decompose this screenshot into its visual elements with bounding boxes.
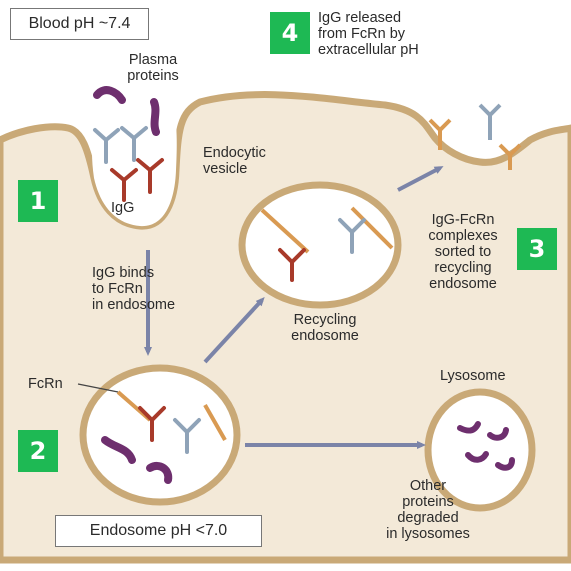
endocytic-vesicle-label: Endocytic vesicle: [203, 145, 266, 177]
igg-label: IgG: [111, 200, 135, 216]
blood-ph-box: Blood pH ~7.4: [10, 8, 149, 40]
plasma-proteins-label: Plasma proteins: [127, 52, 179, 84]
igg-red: [138, 406, 166, 442]
igg-blue: [338, 218, 366, 254]
igg-released: [428, 118, 452, 150]
step-badge-2: 2: [18, 430, 58, 472]
igg-blue: [120, 126, 148, 162]
protein-fragment: [465, 451, 489, 463]
step-badge-3: 3: [517, 228, 557, 270]
protein-fragment: [495, 457, 515, 471]
fcrn-receptor: [203, 404, 227, 441]
fcrn-receptor: [350, 206, 394, 250]
fcrn-leader-line: [77, 383, 119, 393]
igg-binds-label: IgG binds to FcRn in endosome: [92, 265, 176, 313]
plasma-protein: [146, 461, 173, 484]
igg-red: [278, 248, 306, 282]
igg-blue: [173, 418, 201, 454]
igg-red: [136, 158, 164, 194]
step-badge-1: 1: [18, 180, 58, 222]
igg-released-label: IgG released from FcRn by extracellular …: [318, 10, 419, 58]
other-proteins-label: Other proteins degraded in lysosomes: [386, 478, 470, 542]
protein-fragment: [457, 421, 481, 434]
blood-ph-label: Blood pH ~7.4: [28, 15, 131, 32]
step-badge-4: 4: [270, 12, 310, 54]
endosome-ph-label: Endosome pH <7.0: [89, 522, 228, 539]
igg-released: [478, 103, 502, 140]
endosome-membrane: [79, 364, 241, 506]
lysosome-membrane: [424, 388, 536, 512]
igg-blue: [93, 128, 120, 164]
plasma-protein: [150, 98, 160, 136]
igg-released: [498, 143, 522, 170]
lysosome-label: Lysosome: [440, 368, 506, 384]
fcrn-label: FcRn: [28, 376, 63, 392]
fcrn-receptor: [260, 208, 310, 254]
plasma-protein: [93, 86, 126, 104]
recycling-endosome-label: Recycling endosome: [291, 312, 359, 344]
igg-red: [110, 168, 138, 202]
arrow-endosome-to-recycling: [203, 297, 265, 364]
igg-fcrn-complexes-label: IgG-FcRn complexes sorted to recycling e…: [428, 212, 498, 292]
protein-fragment: [487, 427, 509, 441]
plasma-protein: [101, 436, 136, 464]
arrow-recycling-to-surface: [397, 166, 444, 192]
recycling-endosome-membrane: [238, 181, 402, 309]
endosome-ph-box: Endosome pH <7.0: [55, 515, 262, 547]
